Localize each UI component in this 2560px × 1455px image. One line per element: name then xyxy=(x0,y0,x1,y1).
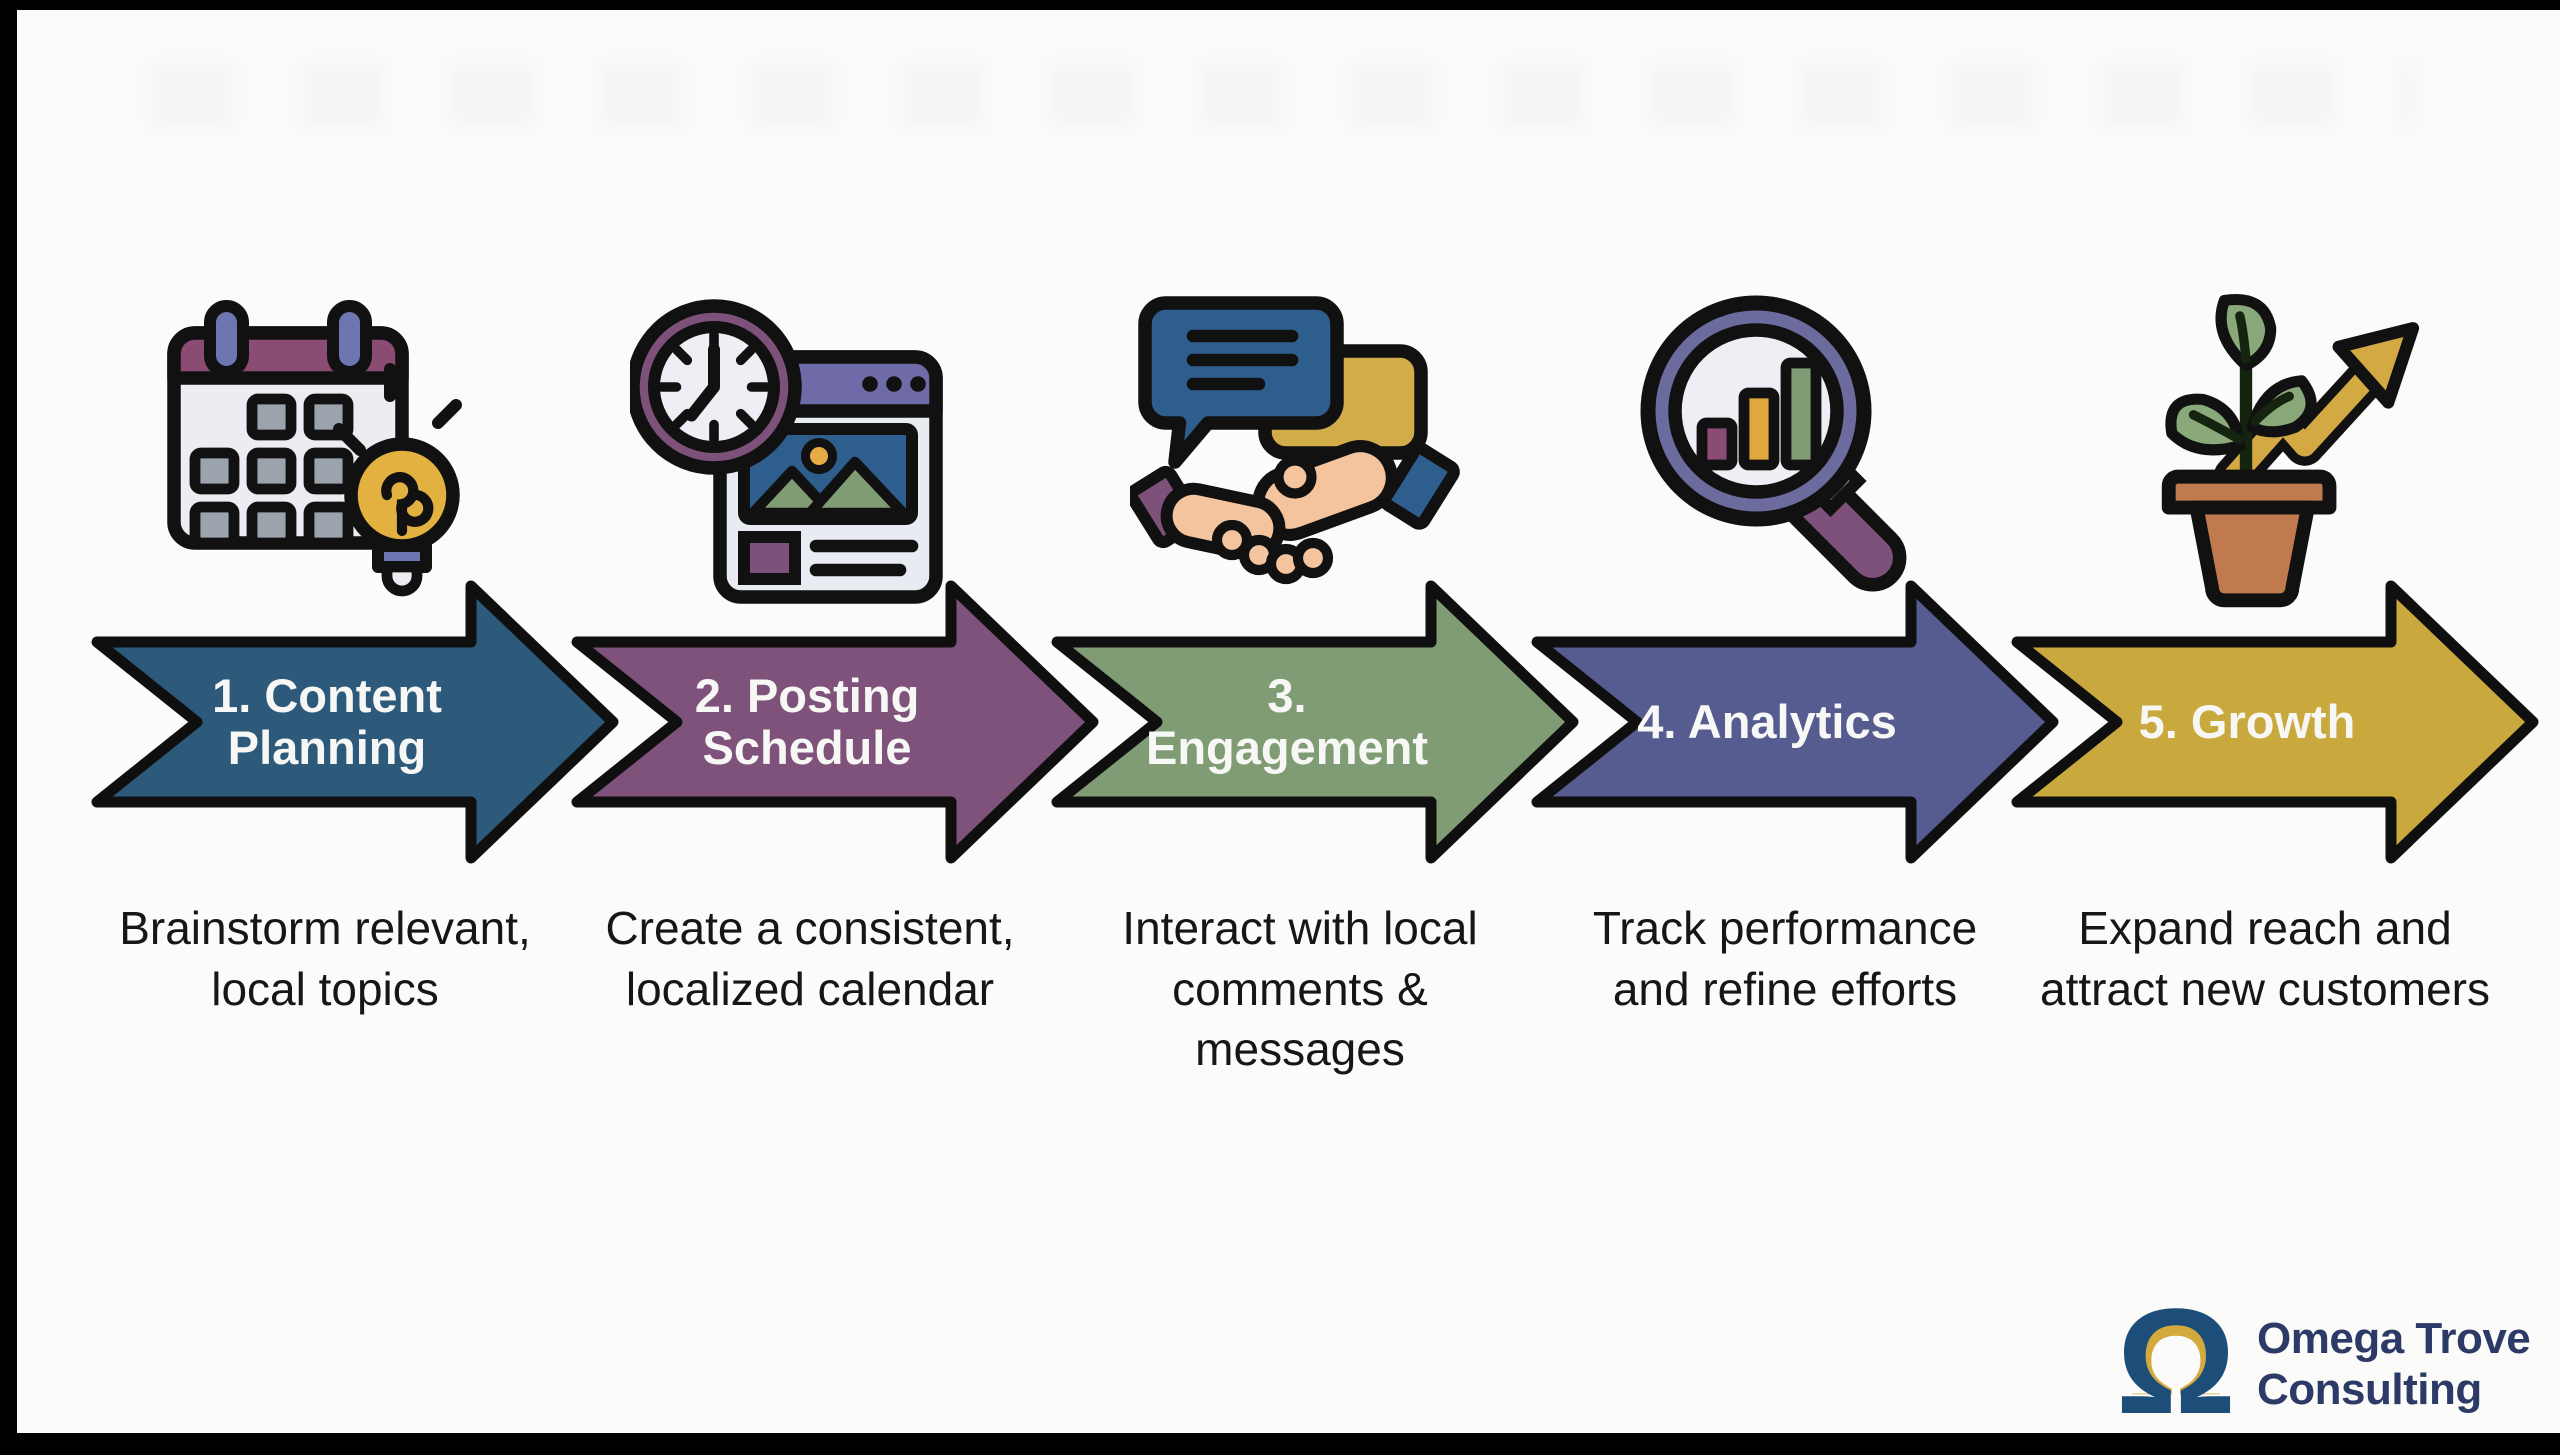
arrow-shape xyxy=(1531,580,2059,864)
omega-icon: Ω Ω xyxy=(2113,1286,2239,1433)
omega-blue-ring: Ω xyxy=(2115,1277,2237,1433)
plant-growth-arrow-icon xyxy=(2161,294,2420,608)
arrow-shape xyxy=(2011,580,2539,864)
brand-name-line2: Consulting xyxy=(2257,1365,2482,1414)
omega-gold-ring: Ω xyxy=(2127,1297,2225,1433)
step-arrow-5: 5. Growth xyxy=(2005,572,2545,872)
step-arrow-3: 3. Engagement xyxy=(1045,572,1585,872)
step-arrow-4: 4. Analytics xyxy=(1525,572,2065,872)
clock-webpage-icon xyxy=(630,299,943,604)
step-description-2: Create a consistent, localized calendar xyxy=(605,902,1015,1015)
step-arrow-1: 1. Content Planning xyxy=(85,572,625,872)
magnifier-chart-icon xyxy=(1640,295,1907,592)
step-label-1: 1. Content Planning xyxy=(212,669,442,774)
arrow-shape xyxy=(571,580,1099,864)
step-description-3: Interact with local comments & messages xyxy=(1122,902,1478,1076)
brand-name: Omega Trove Consulting xyxy=(2257,1294,2531,1433)
arrow-shape xyxy=(1051,580,1579,864)
arrow-shape xyxy=(91,580,619,864)
step-description-5: Expand reach and attract new customers xyxy=(2040,902,2490,1015)
step-label-4: 4. Analytics xyxy=(1637,695,1897,749)
step-arrow-2: 2. Posting Schedule xyxy=(565,572,1105,872)
step-label-3: 3. Engagement xyxy=(1145,669,1429,774)
brand-lockup: Ω Ω Omega Trove Consulting xyxy=(2113,1286,2543,1433)
infographic-canvas: 1. Content Planning 2. Posting Schedule … xyxy=(17,10,2560,1433)
faded-title-smudge xyxy=(147,60,2417,130)
chat-handshake-icon xyxy=(1130,296,1460,585)
step-label-2: 2. Posting Schedule xyxy=(694,669,920,774)
step-description-1: Brainstorm relevant, local topics xyxy=(119,902,531,1015)
step-label-5: 5. Growth xyxy=(2138,695,2356,749)
calendar-lightbulb-icon xyxy=(167,300,462,597)
brand-name-line1: Omega Trove xyxy=(2257,1313,2531,1363)
step-description-4: Track performance and refine efforts xyxy=(1592,902,1978,1015)
